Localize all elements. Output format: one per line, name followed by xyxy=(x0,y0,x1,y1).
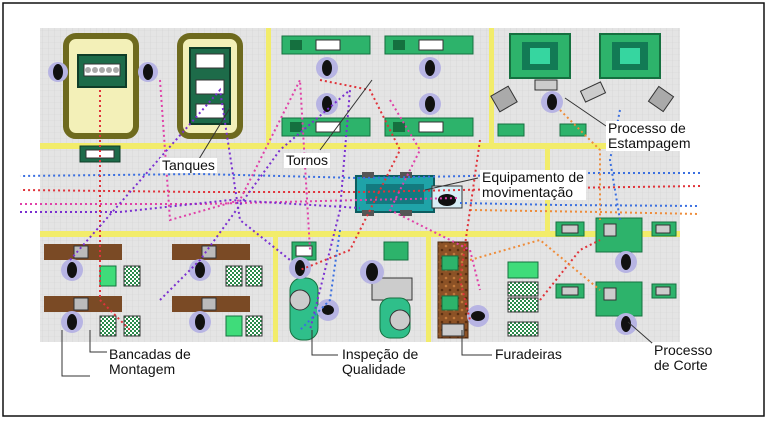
label-corte-line1: Processo xyxy=(654,343,712,358)
label-bancadas: Bancadas de Montagem xyxy=(107,347,193,377)
label-estampagem-line1: Processo de xyxy=(608,121,690,136)
label-equipamento: Equipamento de movimentação xyxy=(480,170,586,200)
label-inspecao-line2: Qualidade xyxy=(342,362,418,377)
label-tornos: Tornos xyxy=(284,153,330,168)
label-bancadas-line2: Montagem xyxy=(109,362,191,377)
label-equipamento-line2: movimentação xyxy=(482,185,584,200)
label-furadeiras: Furadeiras xyxy=(493,347,564,362)
label-corte: Processo de Corte xyxy=(652,343,714,373)
label-equipamento-line1: Equipamento de xyxy=(482,170,584,185)
label-estampagem: Processo de Estampagem xyxy=(606,121,692,151)
label-corte-line2: de Corte xyxy=(654,358,712,373)
label-bancadas-line1: Bancadas de xyxy=(109,347,191,362)
label-inspecao: Inspeção de Qualidade xyxy=(340,347,420,377)
label-estampagem-line2: Estampagem xyxy=(608,136,690,151)
label-inspecao-line1: Inspeção de xyxy=(342,347,418,362)
label-tanques: Tanques xyxy=(160,158,217,173)
